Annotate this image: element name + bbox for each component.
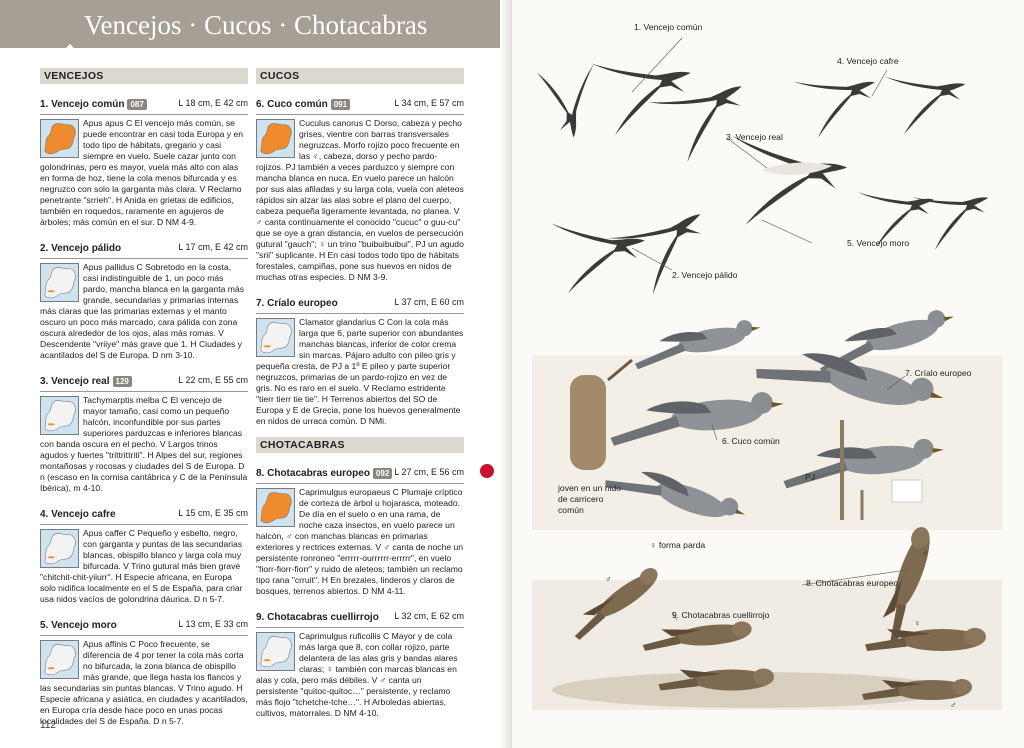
species-text: Apus pallidus C Sobretodo en la costa, c… <box>40 262 244 360</box>
plate-label: ♀ <box>914 618 921 628</box>
species-name: 5. Vencejo moro <box>40 620 117 631</box>
species-size: L 13 cm, E 33 cm <box>178 619 248 629</box>
plate-label: 1. Vencejo común <box>634 22 703 32</box>
section-heading-cucos: CUCOS <box>256 68 464 84</box>
title-band: Vencejos · Cucos · Chotacabras <box>0 0 512 48</box>
species-text: Caprimulgus ruficollis C Mayor y de cola… <box>256 631 458 718</box>
species-name: 9. Chotacabras cuellirrojo <box>256 612 379 623</box>
species-name: 6. Cuco común <box>256 99 328 110</box>
range-map-icon <box>256 488 295 527</box>
species-text: Apus affinis C Poco frecuente, se difere… <box>40 639 248 726</box>
species-size: L 22 cm, E 55 cm <box>178 375 248 385</box>
range-map-icon <box>256 632 295 671</box>
species-entry: 7. Críalo europeo L 37 cm, E 60 cm Clamato… <box>256 293 464 427</box>
page-number: 112 <box>40 720 56 731</box>
plate-label: 2. Vencejo pálido <box>672 270 738 280</box>
species-text: Cuculus canorus C Dorso, cabeza y pecho … <box>256 118 464 282</box>
plate-label: 5. Vencejo moro <box>847 238 910 248</box>
section-heading-chotacabras: CHOTACABRAS <box>256 437 464 453</box>
species-text: Tachymarptis melba C El vencejo de mayor… <box>40 395 248 493</box>
species-name: 3. Vencejo real <box>40 376 110 387</box>
species-size: L 32 cm, E 62 cm <box>394 611 464 621</box>
species-name: 7. Críalo europeo <box>256 298 338 309</box>
plate-label: 8. Chotacabras europeo <box>806 578 899 588</box>
species-description: Apus caffer C Pequeño y esbelto, negro, … <box>40 528 248 605</box>
plate-label: ♂ <box>922 548 929 558</box>
species-entry-header: 9. Chotacabras cuellirrojo L 32 cm, E 62 … <box>256 607 464 628</box>
page-marker-dot <box>480 464 494 478</box>
species-description: Tachymarptis melba C El vencejo de mayor… <box>40 395 248 494</box>
species-entry-header: 7. Críalo europeo L 37 cm, E 60 cm <box>256 293 464 314</box>
page-title: Vencejos · Cucos · Chotacabras <box>84 10 428 40</box>
plate-label: PJ <box>805 472 816 482</box>
species-entry-header: 5. Vencejo moro L 13 cm, E 33 cm <box>40 615 248 636</box>
species-entry: 9. Chotacabras cuellirrojo L 32 cm, E 62 … <box>256 607 464 719</box>
species-size: L 17 cm, E 42 cm <box>178 242 248 252</box>
species-name: 8. Chotacabras europeo <box>256 468 370 479</box>
plate-label: joven en un nido de carricero común <box>558 483 622 515</box>
species-size: L 27 cm, E 56 cm <box>394 467 464 477</box>
plate-label: 7. Críalo europeo <box>905 368 972 378</box>
species-description: Cuculus canorus C Dorso, cabeza y pecho … <box>256 118 464 283</box>
species-entry: 4. Vencejo cafre L 15 cm, E 35 cm Apus caf… <box>40 504 248 605</box>
illustration-plate: 1. Vencejo común 4. Vencejo cafre 3. Vence… <box>512 0 1024 748</box>
species-text: Caprimulgus europaeus C Plumaje críptico… <box>256 487 464 596</box>
species-size: L 34 cm, E 57 cm <box>394 98 464 108</box>
range-map-icon <box>256 318 295 357</box>
species-text: Clamator glandarius C Con la cola más la… <box>256 317 464 426</box>
reference-number-badge: 092 <box>372 468 393 479</box>
range-map-icon <box>40 119 79 158</box>
left-page: Vencejos · Cucos · Chotacabras VENCEJOS … <box>0 0 512 748</box>
species-size: L 18 cm, E 42 cm <box>178 98 248 108</box>
species-entry-header: 2. Vencejo pálido L 17 cm, E 42 cm <box>40 238 248 259</box>
title-band-notch <box>64 44 76 50</box>
range-map-icon <box>256 119 295 158</box>
species-description: Apus pallidus C Sobretodo en la costa, c… <box>40 262 248 361</box>
range-map-icon <box>40 396 79 435</box>
plate-label: ♀ forma parda <box>650 540 706 550</box>
species-size: L 15 cm, E 35 cm <box>178 508 248 518</box>
plate-label: ♂ <box>950 700 957 710</box>
gutter-shadow <box>500 0 512 748</box>
section-heading-vencejos: VENCEJOS <box>40 68 248 84</box>
species-text: Apus apus C El vencejo más común, se pue… <box>40 118 244 227</box>
species-description: Apus affinis C Poco frecuente, se difere… <box>40 639 248 727</box>
reference-number-badge: 087 <box>127 99 147 110</box>
species-text: Apus caffer C Pequeño y esbelto, negro, … <box>40 528 243 604</box>
range-map-icon <box>40 640 79 679</box>
range-map-icon <box>40 529 79 568</box>
bird-illustrations <box>532 32 1002 710</box>
plate-label: 4. Vencejo cafre <box>837 56 899 66</box>
species-description: Apus apus C El vencejo más común, se pue… <box>40 118 248 228</box>
species-name: 2. Vencejo pálido <box>40 243 122 254</box>
species-description: Caprimulgus ruficollis C Mayor y de cola… <box>256 631 464 719</box>
species-description: Clamator glandarius C Con la cola más la… <box>256 317 464 427</box>
species-name: 1. Vencejo común <box>40 99 125 110</box>
species-name: 4. Vencejo cafre <box>40 509 116 520</box>
reference-number-badge: 091 <box>330 99 351 110</box>
species-entry: 5. Vencejo moro L 13 cm, E 33 cm Apus affi… <box>40 615 248 727</box>
species-size: L 37 cm, E 60 cm <box>394 297 464 307</box>
species-entry: 2. Vencejo pálido L 17 cm, E 42 cm Apus pa… <box>40 238 248 361</box>
plate-label: 9. Chotacabras cuellirrojo <box>672 610 770 620</box>
reference-number-badge: 129 <box>112 376 132 387</box>
plate-label: 3. Vencejo real <box>726 132 783 142</box>
plate-label: 6. Cuco común <box>722 436 780 446</box>
range-map-icon <box>40 263 79 302</box>
species-entry-header: 4. Vencejo cafre L 15 cm, E 35 cm <box>40 504 248 525</box>
species-description: Caprimulgus europaeus C Plumaje críptico… <box>256 487 464 597</box>
plate-label: ♂ <box>605 574 612 584</box>
